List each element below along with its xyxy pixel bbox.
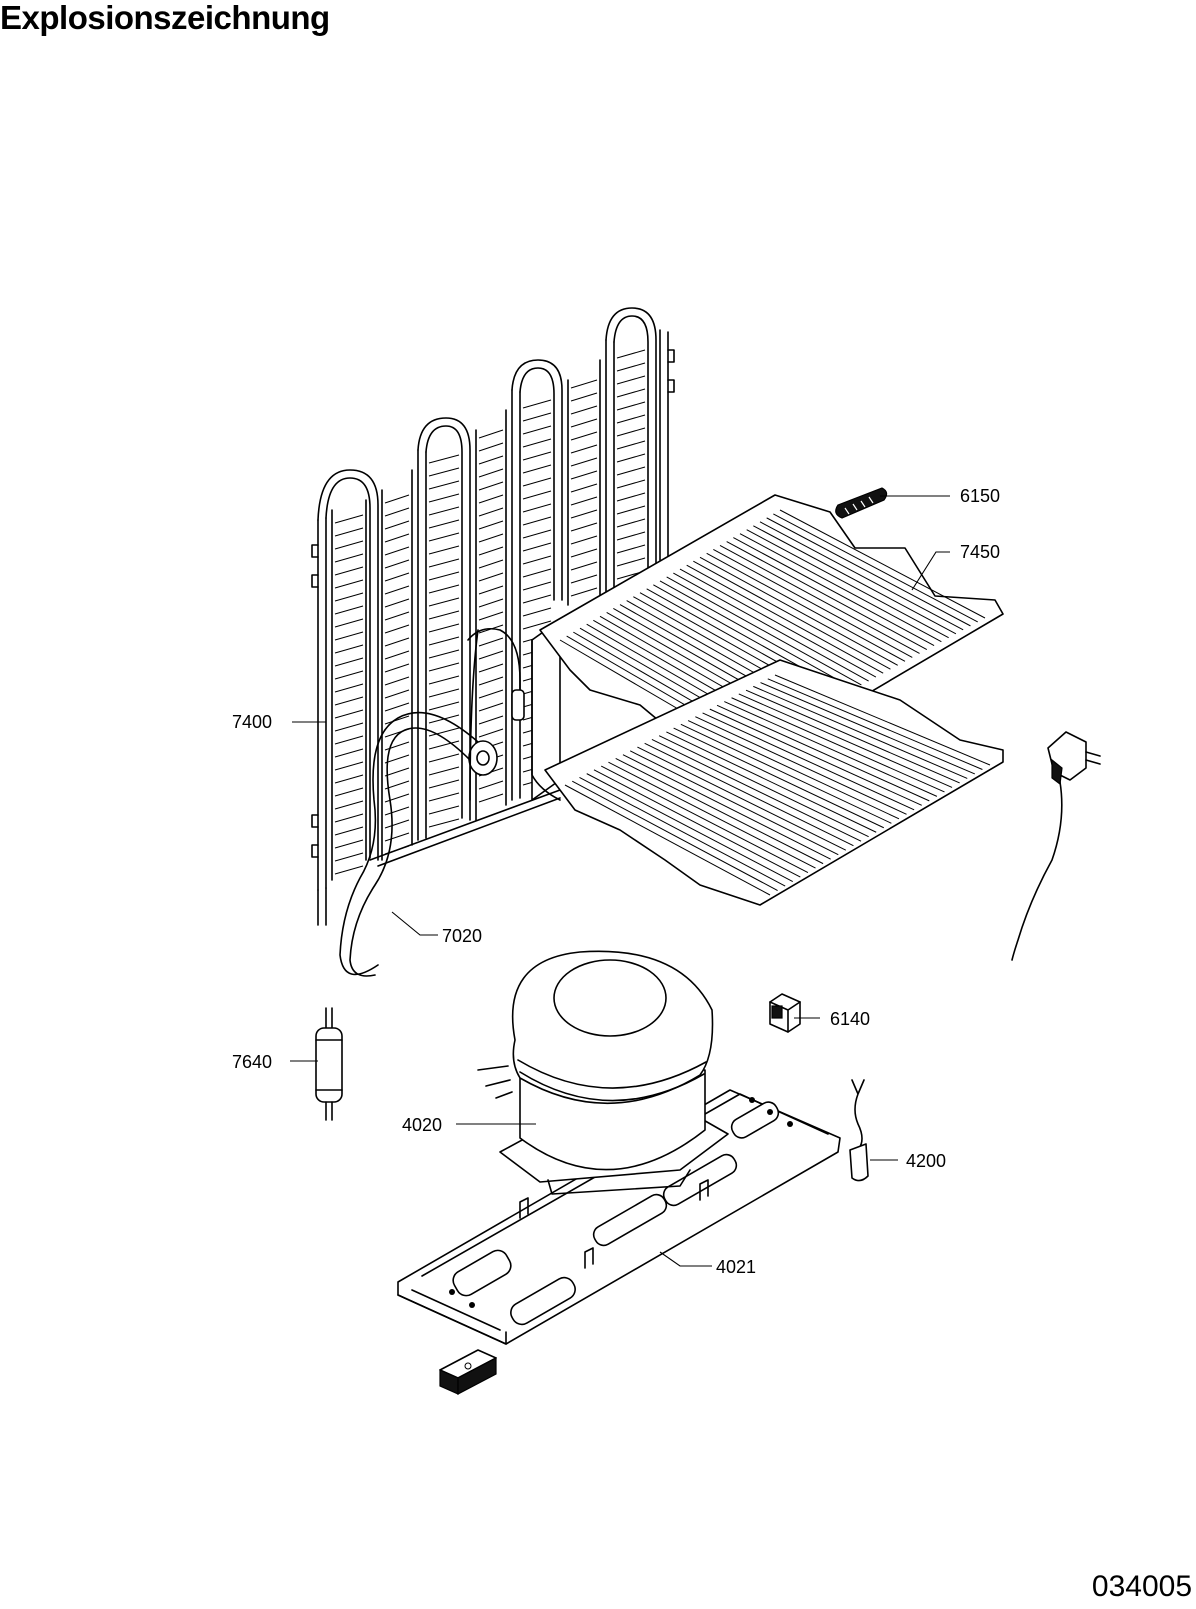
filter-dryer-7640: [315, 1007, 343, 1121]
callout-4021: 4021: [716, 1257, 756, 1277]
callout-4200: 4200: [906, 1151, 946, 1171]
mounting-block: [439, 1349, 497, 1395]
leader-lines: [290, 495, 950, 1267]
callout-7020: 7020: [442, 926, 482, 946]
part-4200: [849, 1079, 869, 1182]
suction-tube-7020: [339, 627, 525, 977]
callout-7640: 7640: [232, 1052, 272, 1072]
drawing-number: 034005: [1091, 1570, 1192, 1603]
compressor-4020: [477, 950, 729, 1195]
power-plug: [1011, 731, 1101, 961]
callout-7450: 7450: [960, 542, 1000, 562]
baseplate-4021: [397, 1089, 841, 1345]
page-title: Explosionszeichnung: [0, 0, 330, 36]
callout-4020: 4020: [402, 1115, 442, 1135]
callout-6140: 6140: [830, 1009, 870, 1029]
callout-7400: 7400: [232, 712, 272, 732]
callout-6150: 6150: [960, 486, 1000, 506]
evaporator-7450: [531, 494, 1004, 906]
condenser-7400: [311, 307, 675, 926]
part-6150: [835, 487, 888, 519]
part-6140: [769, 993, 801, 1033]
